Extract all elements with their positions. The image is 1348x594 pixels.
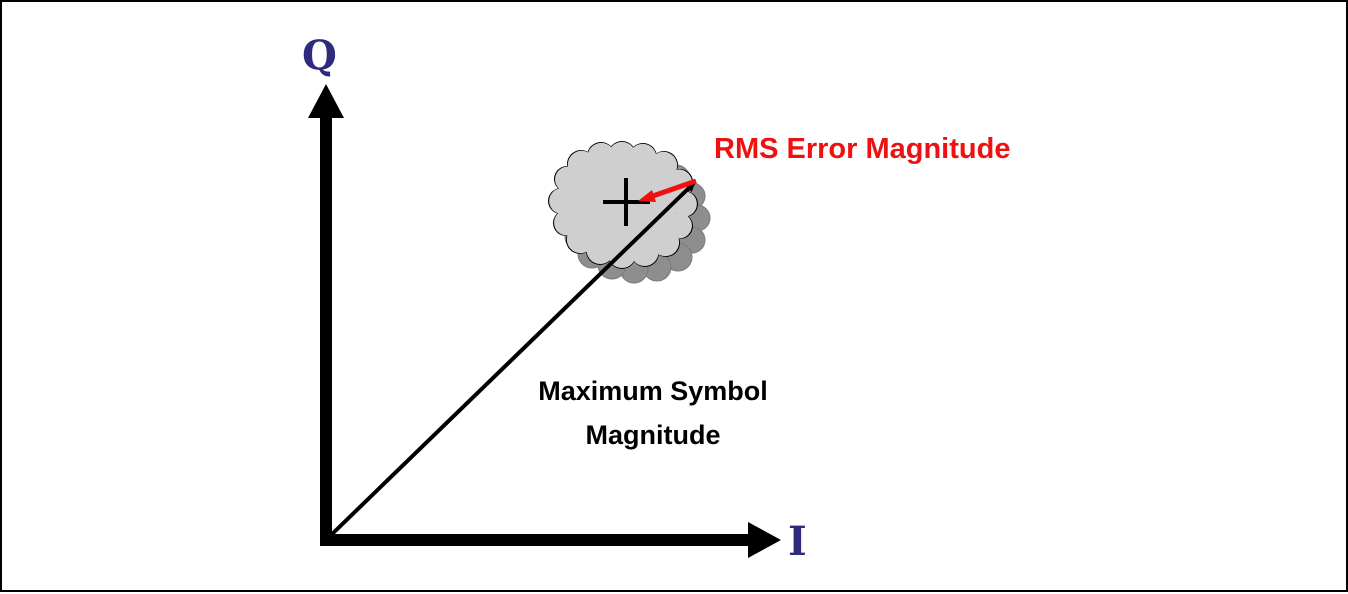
noise-cloud-icon bbox=[548, 141, 711, 284]
target-cross-icon bbox=[603, 178, 650, 226]
max-symbol-label-line2: Magnitude bbox=[586, 420, 721, 450]
i-axis-label: I bbox=[788, 518, 807, 565]
max-symbol-label-line1: Maximum Symbol bbox=[538, 376, 768, 406]
max-symbol-vector bbox=[326, 181, 696, 540]
rms-error-vector bbox=[638, 178, 697, 202]
rms-error-label: RMS Error Magnitude bbox=[714, 133, 1010, 165]
q-axis-label: Q bbox=[302, 32, 337, 79]
i-axis bbox=[320, 522, 781, 558]
q-axis bbox=[308, 84, 344, 545]
